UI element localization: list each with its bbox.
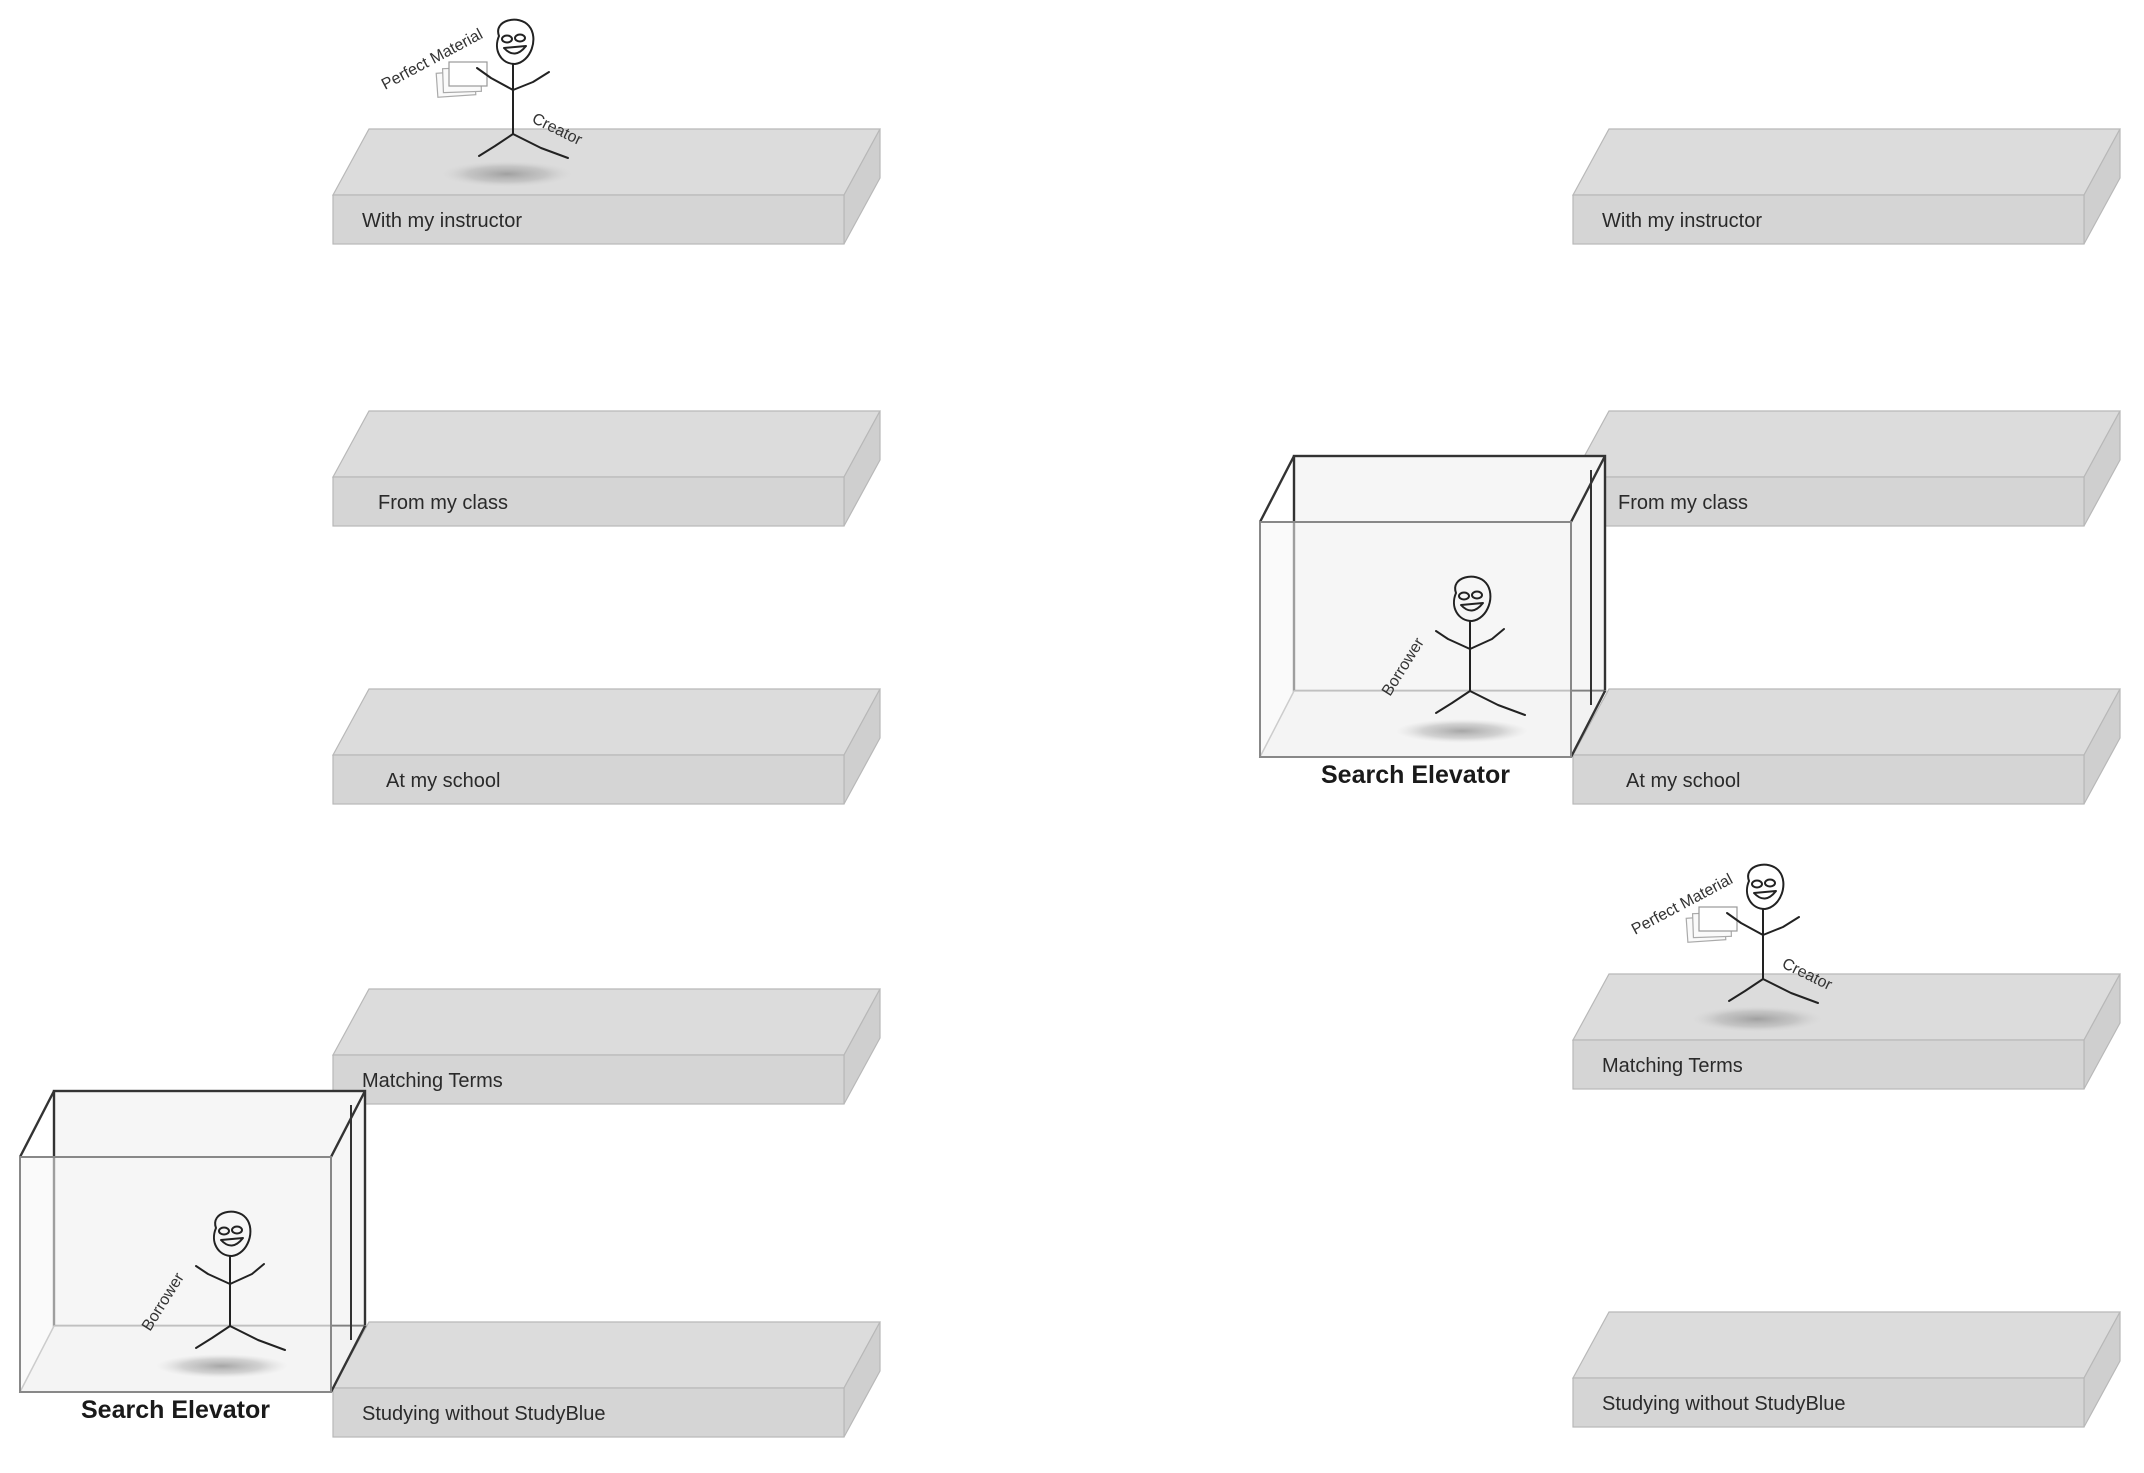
right-leg (229, 1325, 286, 1351)
left-arm (1435, 630, 1471, 650)
smile (220, 1237, 244, 1247)
right-eye (514, 33, 526, 43)
platform: From my class (1571, 410, 2122, 527)
left-leg (1728, 978, 1764, 1002)
shadow (156, 1354, 288, 1378)
right-leg (1469, 690, 1526, 716)
left-eye (218, 1226, 230, 1236)
platform-top (1571, 128, 2122, 196)
platform-front (1572, 1377, 2085, 1428)
right-leg (1762, 978, 1819, 1004)
platform-label: Studying without StudyBlue (1602, 1393, 1846, 1415)
left-eye (501, 34, 513, 44)
right-eye (1471, 590, 1483, 600)
platform-top (1571, 410, 2122, 478)
left-arm (1726, 912, 1764, 936)
shadow (1396, 719, 1528, 743)
platform-label: At my school (1626, 770, 1740, 792)
right-arm (1469, 628, 1505, 650)
platform-label: With my instructor (1602, 210, 1762, 232)
platform: With my instructor (1571, 128, 2122, 245)
platform-top (1571, 1311, 2122, 1379)
platform: Matching Terms (1571, 973, 2122, 1090)
platform-label: With my instructor (362, 210, 522, 232)
head (496, 18, 535, 65)
platform-label: Studying without StudyBlue (362, 1403, 606, 1425)
platform-label: At my school (386, 770, 500, 792)
shadow (1691, 1006, 1823, 1032)
left-arm (195, 1265, 231, 1285)
material-cards-icon (1685, 906, 1738, 943)
platform: At my school (1571, 688, 2122, 805)
platform-top (331, 988, 882, 1056)
smile (1460, 602, 1484, 612)
platform-top (1571, 973, 2122, 1041)
left-leg (478, 133, 514, 157)
platform-front (1572, 476, 2085, 527)
smile (1753, 890, 1777, 900)
platform-top (331, 688, 882, 756)
head (1453, 575, 1492, 622)
platform-label: From my class (378, 492, 508, 514)
right-arm (1762, 916, 1800, 936)
material-cards-icon (435, 61, 488, 98)
platform-top (331, 410, 882, 478)
elevator-title: Search Elevator (81, 1396, 270, 1424)
platform-label: Matching Terms (1602, 1055, 1743, 1077)
left-eye (1458, 591, 1470, 601)
platform-front (332, 1054, 845, 1105)
platform-label: Matching Terms (362, 1070, 503, 1092)
platform-top (331, 128, 882, 196)
elevator-title: Search Elevator (1321, 761, 1510, 789)
platform-front (332, 476, 845, 527)
platform-front (332, 1387, 845, 1438)
platform: Studying without StudyBlue (331, 1321, 882, 1438)
shadow (441, 161, 573, 187)
left-eye (1751, 879, 1763, 889)
platform-top (1571, 688, 2122, 756)
right-eye (1764, 878, 1776, 888)
smile (503, 45, 527, 55)
platform: At my school (331, 688, 882, 805)
head (213, 1210, 252, 1257)
right-eye (231, 1225, 243, 1235)
platform: Matching Terms (331, 988, 882, 1105)
platform: With my instructor (331, 128, 882, 245)
platform: Studying without StudyBlue (1571, 1311, 2122, 1428)
platform-label: From my class (1618, 492, 1748, 514)
elevator-front (19, 1156, 332, 1393)
right-arm (229, 1263, 265, 1285)
platform-front (1572, 754, 2085, 805)
right-arm (512, 71, 550, 91)
platform: From my class (331, 410, 882, 527)
platform-front (1572, 194, 2085, 245)
left-arm (476, 67, 514, 91)
elevator-front (1259, 521, 1572, 758)
platform-top (331, 1321, 882, 1389)
platform-front (332, 194, 845, 245)
left-leg (195, 1325, 231, 1349)
platform-front (1572, 1039, 2085, 1090)
platform-front (332, 754, 845, 805)
right-leg (512, 133, 569, 159)
left-leg (1435, 690, 1471, 714)
head (1746, 863, 1785, 910)
